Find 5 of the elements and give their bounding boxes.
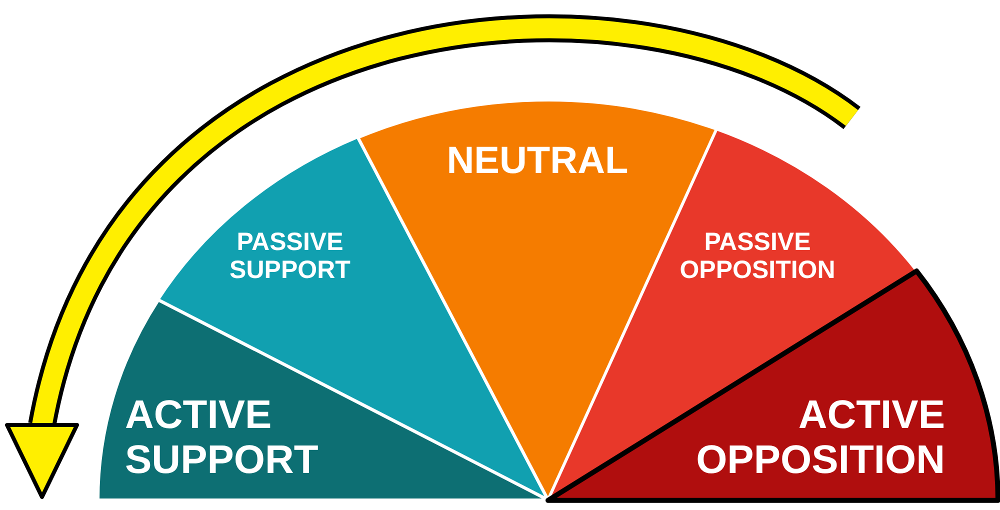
segment-label: NEUTRAL bbox=[446, 140, 628, 183]
segment-label: ACTIVE OPPOSITION bbox=[695, 392, 945, 483]
segment-label: ACTIVE SUPPORT bbox=[125, 393, 320, 483]
segment-label: PASSIVE SUPPORT bbox=[228, 228, 352, 284]
segment-label: PASSIVE OPPOSITION bbox=[678, 228, 836, 284]
